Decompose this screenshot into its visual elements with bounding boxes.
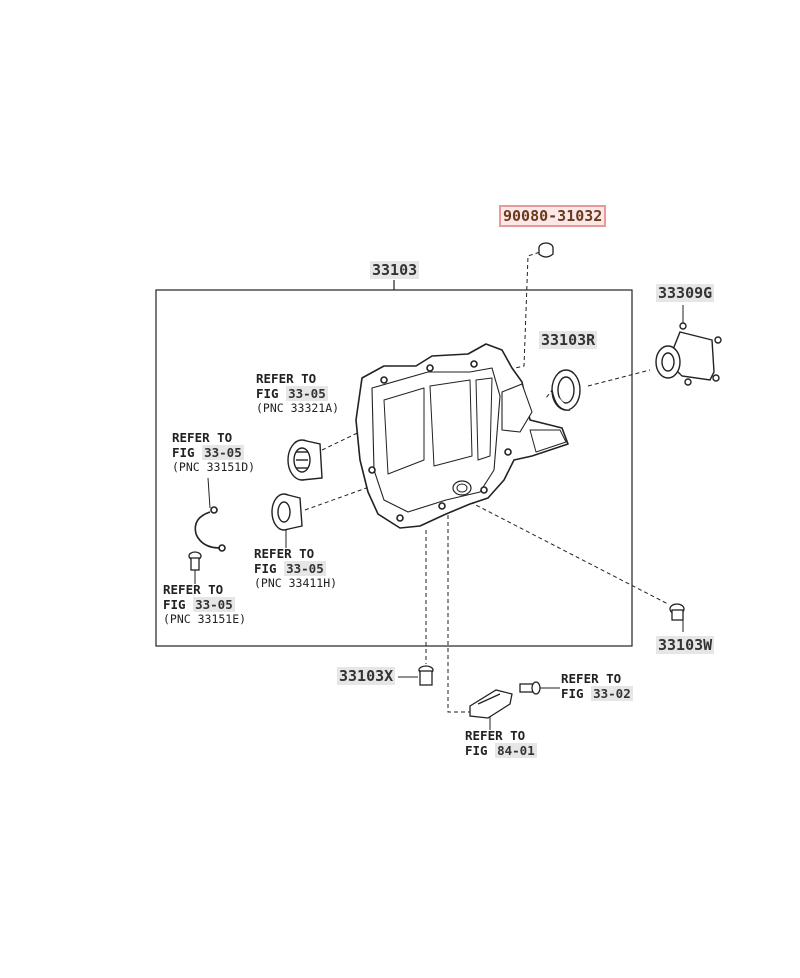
- part-label-33103[interactable]: 33103: [370, 261, 420, 279]
- pnc-text: (PNC 33321A): [256, 401, 340, 415]
- fig-prefix: FIG: [172, 445, 195, 460]
- leader-bearing-upper: [321, 425, 373, 451]
- refer-callout-84-01: REFER TO FIG 84-01: [465, 728, 537, 758]
- oil-seal-part: [551, 369, 581, 411]
- leader-seal-to-flange: [587, 369, 651, 387]
- refer-callout-33151D: REFER TO FIG 33-05 (PNC 33151D): [172, 430, 255, 475]
- refer-to-text: REFER TO: [254, 546, 315, 561]
- bolt-part: [188, 551, 202, 584]
- leader-plug-top: [497, 249, 547, 373]
- refer-callout-33-02: REFER TO FIG 33-02: [561, 671, 633, 701]
- bracket-bolt-part: [519, 681, 560, 695]
- pnc-text: (PNC 33151D): [172, 460, 256, 474]
- fig-prefix: FIG: [465, 743, 488, 758]
- fig-prefix: FIG: [254, 561, 277, 576]
- fig-link[interactable]: 33-05: [193, 597, 235, 612]
- refer-to-text: REFER TO: [465, 728, 526, 743]
- refer-to-text: REFER TO: [561, 671, 622, 686]
- part-label-33309G[interactable]: 33309G: [656, 284, 715, 302]
- refer-callout-33321A: REFER TO FIG 33-05 (PNC 33321A): [256, 371, 339, 416]
- fig-link[interactable]: 33-02: [591, 686, 633, 701]
- refer-to-text: REFER TO: [172, 430, 233, 445]
- part-label-90080-31032[interactable]: 90080-31032: [498, 205, 607, 227]
- transfer-case-housing: [355, 343, 569, 529]
- fig-prefix: FIG: [561, 686, 584, 701]
- fig-prefix: FIG: [256, 386, 279, 401]
- part-label-33103W[interactable]: 33103W: [656, 636, 715, 654]
- part-label-33103R[interactable]: 33103R: [539, 331, 598, 349]
- leader-33103W: [469, 501, 669, 605]
- companion-flange-part: [655, 322, 722, 386]
- fig-link[interactable]: 33-05: [202, 445, 244, 460]
- fig-prefix: FIG: [163, 597, 186, 612]
- leader-bracket: [447, 515, 470, 713]
- fig-link[interactable]: 33-05: [286, 386, 328, 401]
- plug-right-part: [669, 603, 685, 632]
- plug-top-part: [538, 242, 554, 258]
- refer-callout-33151E: REFER TO FIG 33-05 (PNC 33151E): [163, 582, 246, 627]
- pnc-text: (PNC 33151E): [163, 612, 247, 626]
- bearing-lower-part: [271, 493, 303, 548]
- pnc-text: (PNC 33411H): [254, 576, 338, 590]
- refer-to-text: REFER TO: [256, 371, 317, 386]
- leader-bearing-lower: [304, 485, 373, 511]
- snap-ring-part: [194, 477, 226, 552]
- fig-link[interactable]: 33-05: [284, 561, 326, 576]
- plug-bottom-part: [398, 665, 434, 686]
- refer-callout-33411H: REFER TO FIG 33-05 (PNC 33411H): [254, 546, 337, 591]
- bracket-part: [469, 689, 513, 730]
- refer-to-text: REFER TO: [163, 582, 224, 597]
- bearing-upper-part: [287, 439, 323, 481]
- part-label-33103X[interactable]: 33103X: [337, 667, 396, 685]
- fig-link[interactable]: 84-01: [495, 743, 537, 758]
